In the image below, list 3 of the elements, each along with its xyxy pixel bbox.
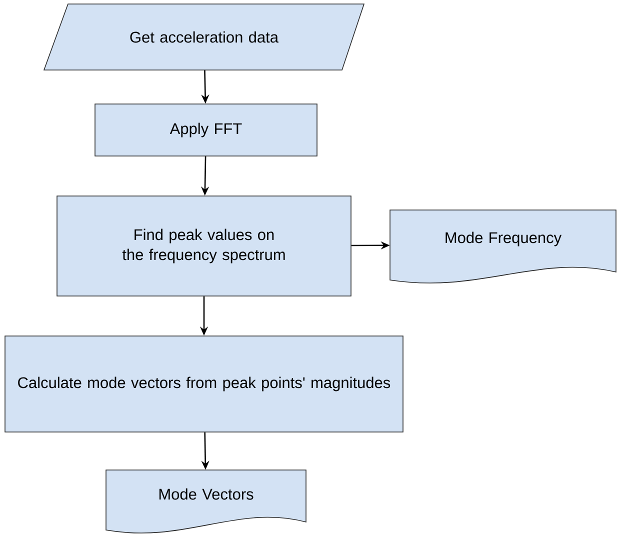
process-box: Find peak values on the frequency spectrum bbox=[56, 196, 352, 296]
process-box: Calculate mode vectors from peak points' magnitudes bbox=[4, 336, 404, 432]
process-box: Apply FFT bbox=[94, 104, 318, 156]
